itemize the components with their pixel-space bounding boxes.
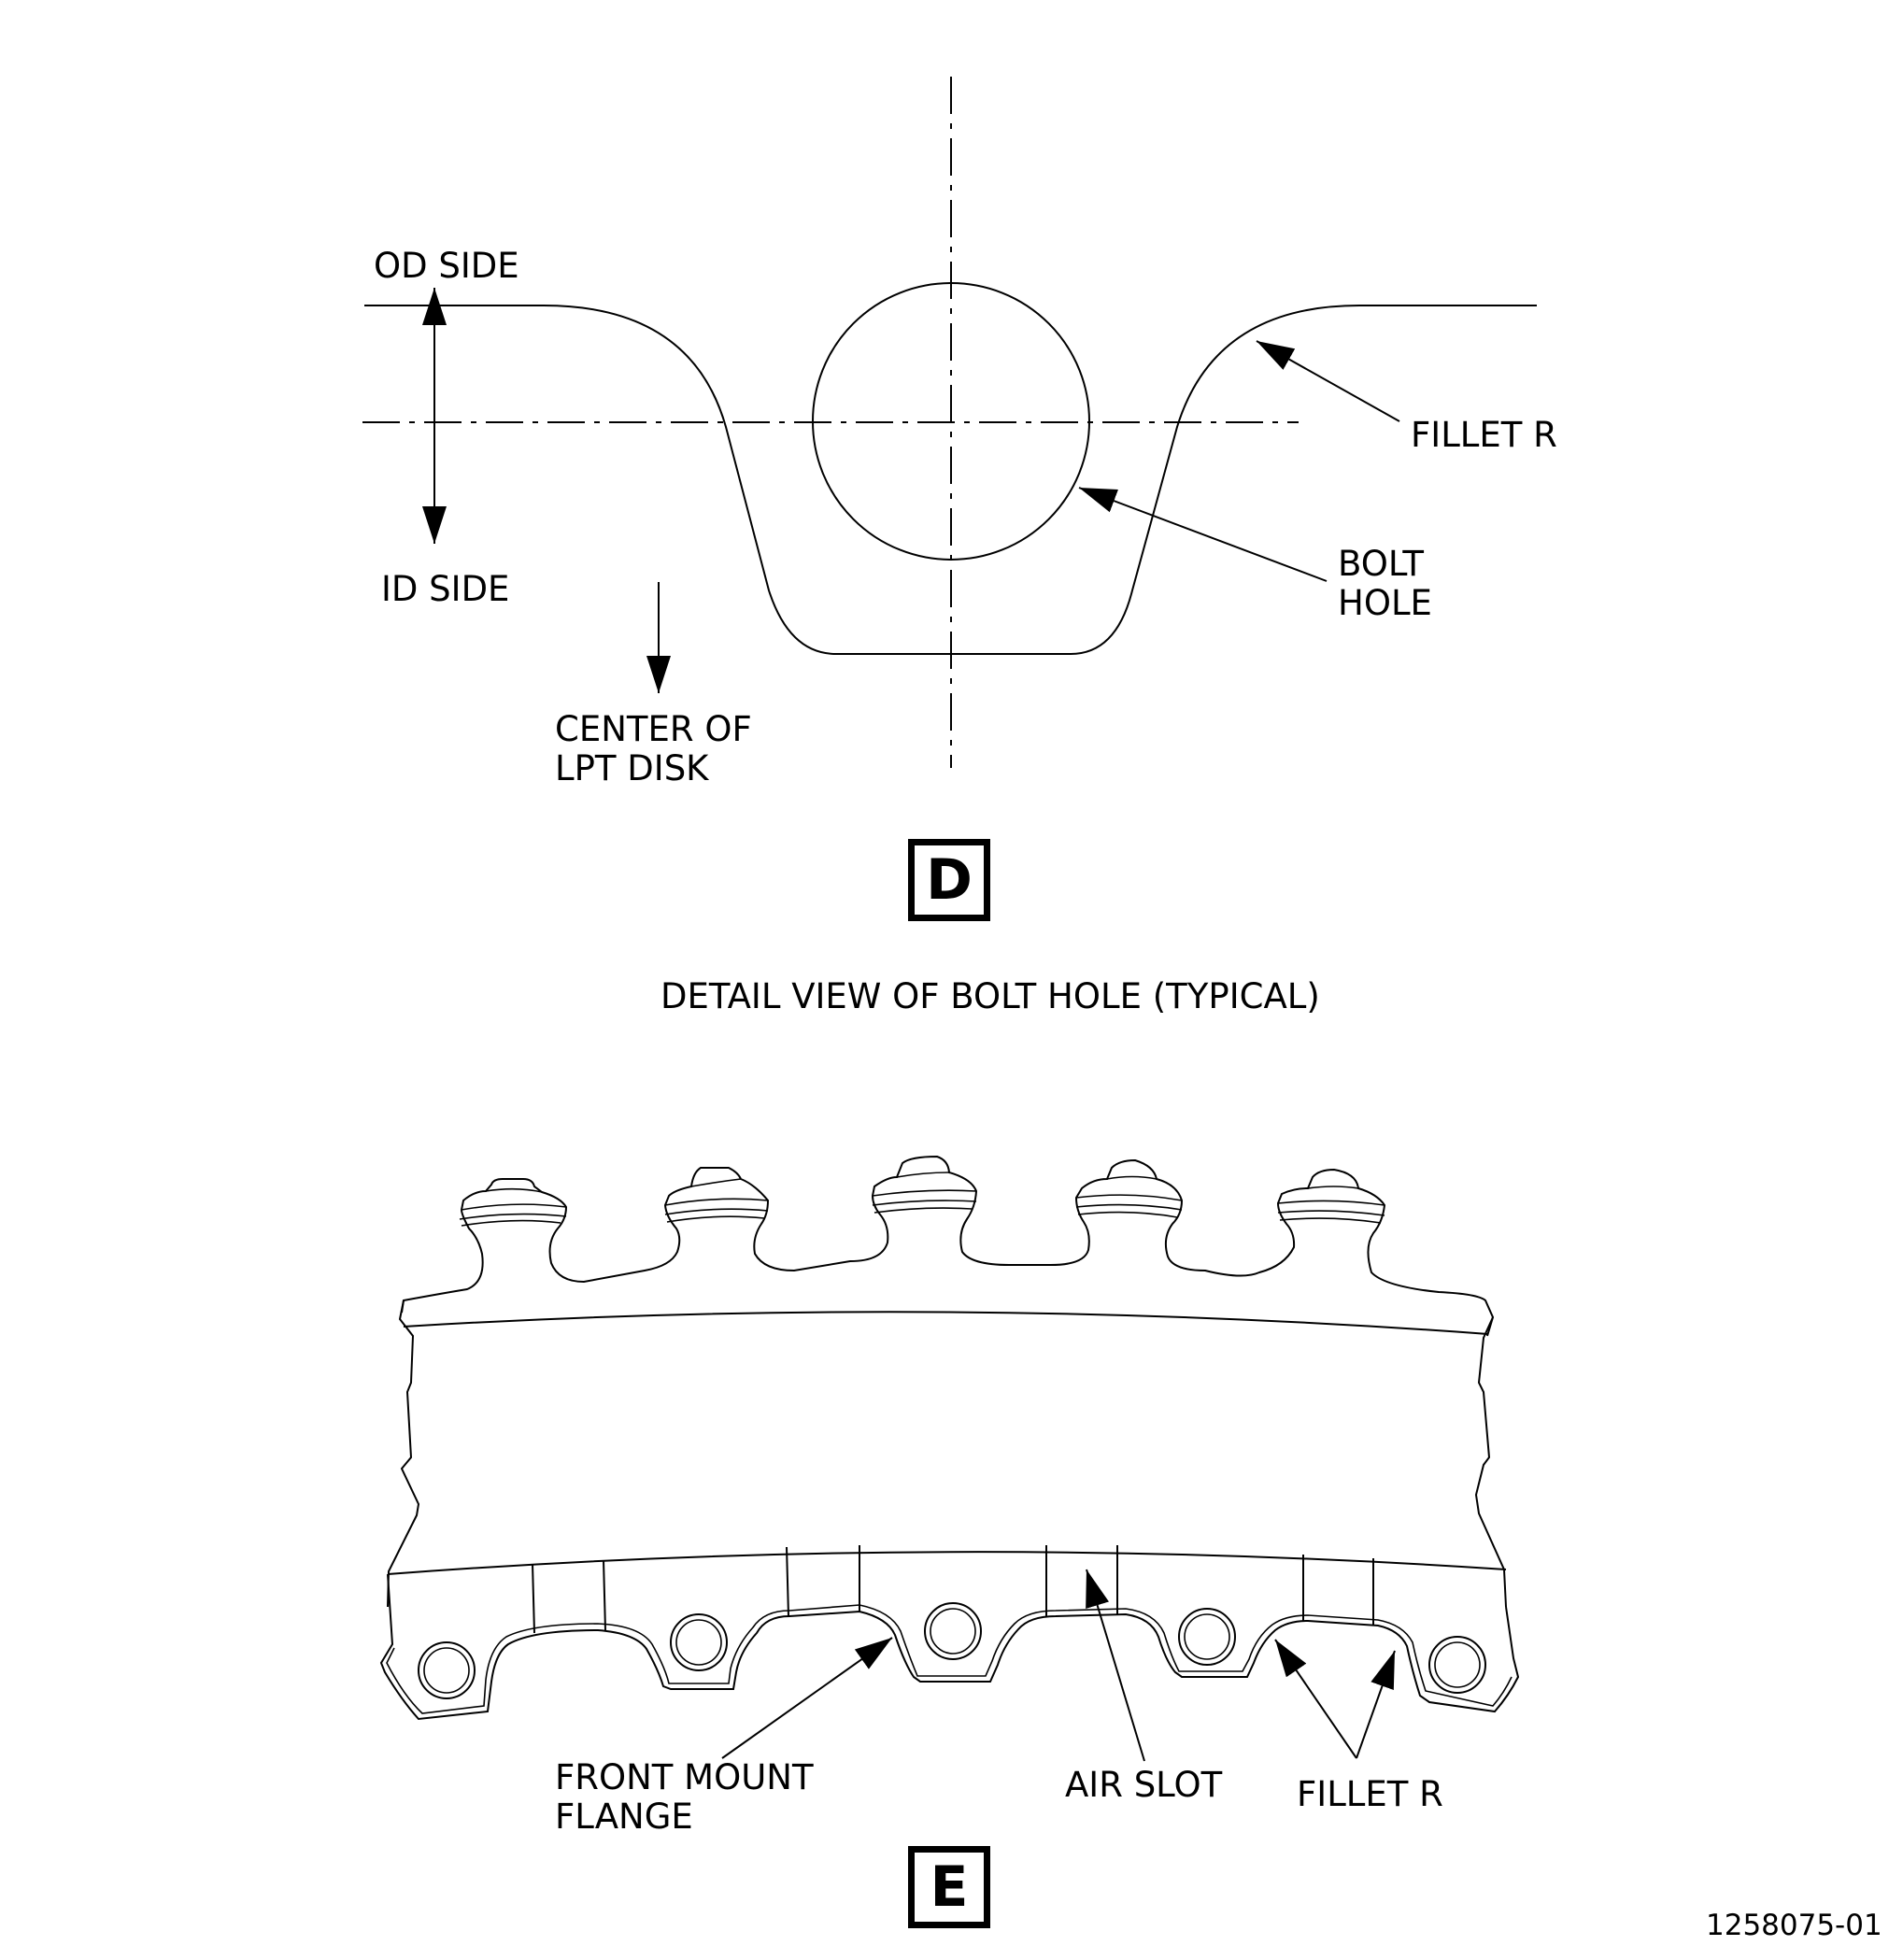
bolt-hole-circle xyxy=(812,282,1090,561)
front-mount-flange-inner xyxy=(386,1604,1513,1714)
detail-e-view xyxy=(379,1155,1520,1762)
slot-profile xyxy=(364,305,1537,655)
fillet-r-leader xyxy=(1256,340,1400,422)
fillet-r-label-d: FILLET R xyxy=(1411,415,1557,455)
view-letter-d: D xyxy=(926,847,973,913)
front-mount-flange-leader xyxy=(721,1637,893,1759)
air-slot-leader xyxy=(1086,1569,1145,1762)
dovetail-posts xyxy=(401,1155,1495,1337)
figure-id: 1258075-01 xyxy=(1706,1909,1882,1942)
bolt-hole-line2: HOLE xyxy=(1338,583,1432,623)
detail-d-view xyxy=(362,77,1537,768)
view-letter-d-box: D xyxy=(908,839,990,921)
ring-bottom-arc xyxy=(387,1551,1507,1575)
air-slot-label: AIR SLOT xyxy=(1065,1765,1223,1805)
center-of-lpt-disk-label: CENTER OF LPT DISK xyxy=(555,710,752,788)
view-letter-e: E xyxy=(930,1854,969,1920)
center-of-lpt-disk-line2: LPT DISK xyxy=(555,748,709,788)
view-letter-e-box: E xyxy=(908,1846,990,1928)
center-of-lpt-disk-line1: CENTER OF xyxy=(555,709,752,749)
fillet-r-leader-left xyxy=(1274,1639,1357,1759)
front-mount-flange-label: FRONT MOUNT FLANGE xyxy=(555,1758,814,1837)
ring-top-arc xyxy=(403,1311,1489,1335)
top-outline xyxy=(401,1155,1495,1337)
bolt-hole-line1: BOLT xyxy=(1338,544,1424,584)
fillet-r-leader-right xyxy=(1356,1650,1396,1759)
post-bands xyxy=(459,1172,1385,1227)
flange-bolt-holes xyxy=(418,1602,1486,1699)
front-mount-flange-line2: FLANGE xyxy=(555,1797,693,1837)
bolt-hole-label: BOLT HOLE xyxy=(1338,545,1432,623)
front-mount-flange-outline xyxy=(379,1573,1520,1721)
ring-left-edge xyxy=(387,1300,420,1608)
front-mount-flange-line1: FRONT MOUNT xyxy=(555,1757,814,1797)
detail-d-caption: DETAIL VIEW OF BOLT HOLE (TYPICAL) xyxy=(660,976,1320,1016)
ring-right-edge xyxy=(1474,1316,1507,1608)
fillet-r-label-e: FILLET R xyxy=(1297,1774,1443,1814)
od-side-label: OD SIDE xyxy=(374,246,519,286)
id-side-label: ID SIDE xyxy=(381,569,510,609)
bolt-hole-leader xyxy=(1078,487,1328,582)
air-slot-lines xyxy=(532,1545,1374,1634)
